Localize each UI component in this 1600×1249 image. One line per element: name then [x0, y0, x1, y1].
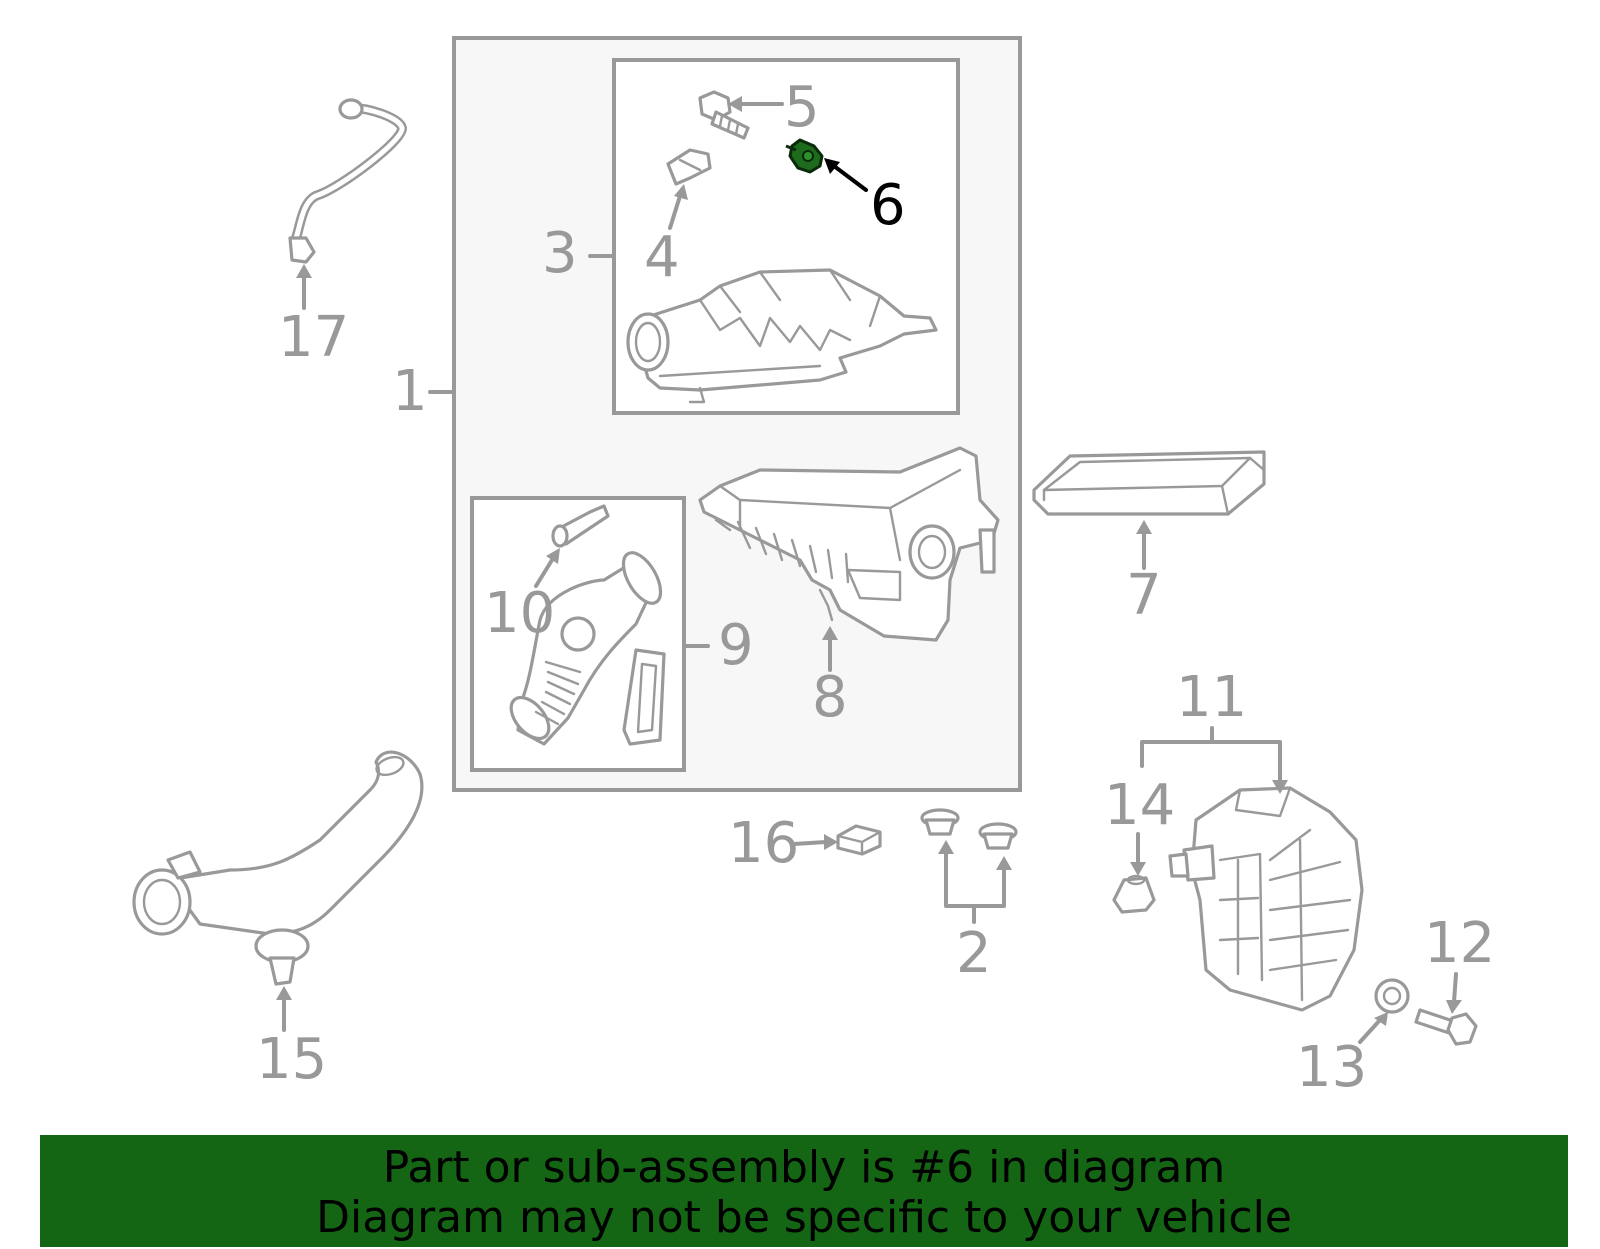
part-labels: 1 2 3 4 5 6 7 8 9 10 11 12 13 14 15 16 1…: [256, 75, 1495, 1100]
label-part-17[interactable]: 17: [278, 305, 349, 370]
part-16-pad[interactable]: [836, 824, 882, 856]
label-part-11[interactable]: 11: [1176, 665, 1247, 730]
part-4-clip[interactable]: [666, 148, 712, 186]
part-8-housing[interactable]: [698, 446, 1000, 642]
label-part-16[interactable]: 16: [728, 811, 799, 876]
part-5-bolt[interactable]: [698, 90, 750, 140]
label-part-10[interactable]: 10: [484, 581, 555, 646]
part-14-grommet[interactable]: [1112, 874, 1156, 914]
label-part-3[interactable]: 3: [542, 221, 578, 286]
part-12-bolt[interactable]: [1414, 1008, 1478, 1046]
label-part-2[interactable]: 2: [956, 921, 992, 986]
info-banner: Part or sub-assembly is #6 in diagram Di…: [40, 1135, 1568, 1247]
part-2-grommets[interactable]: [920, 808, 1018, 850]
banner-line-2: Diagram may not be specific to your vehi…: [316, 1192, 1292, 1243]
part-17-hose[interactable]: [288, 98, 407, 264]
part-11-resonator[interactable]: [1168, 786, 1364, 1012]
part-3-cover[interactable]: [626, 268, 938, 404]
label-part-1[interactable]: 1: [392, 359, 428, 424]
part-7-filter[interactable]: [1032, 450, 1266, 516]
label-part-12[interactable]: 12: [1424, 911, 1495, 976]
label-part-4[interactable]: 4: [644, 225, 680, 290]
label-part-9[interactable]: 9: [718, 613, 754, 678]
part-15-intake-tube[interactable]: [132, 750, 424, 986]
label-part-14[interactable]: 14: [1104, 773, 1175, 838]
label-part-13[interactable]: 13: [1296, 1035, 1367, 1100]
part-10-sensor[interactable]: [551, 504, 610, 548]
label-part-5[interactable]: 5: [784, 75, 820, 140]
part-6-clip-highlighted[interactable]: [785, 138, 824, 174]
label-part-15[interactable]: 15: [256, 1027, 327, 1092]
part-9-intake-hose[interactable]: [504, 547, 668, 746]
banner-line-1: Part or sub-assembly is #6 in diagram: [382, 1142, 1226, 1193]
leader-lines: [276, 96, 1462, 1044]
part-13-bushing[interactable]: [1374, 978, 1410, 1014]
label-part-7[interactable]: 7: [1126, 563, 1162, 628]
label-part-6[interactable]: 6: [870, 173, 906, 238]
label-part-8[interactable]: 8: [812, 665, 848, 730]
